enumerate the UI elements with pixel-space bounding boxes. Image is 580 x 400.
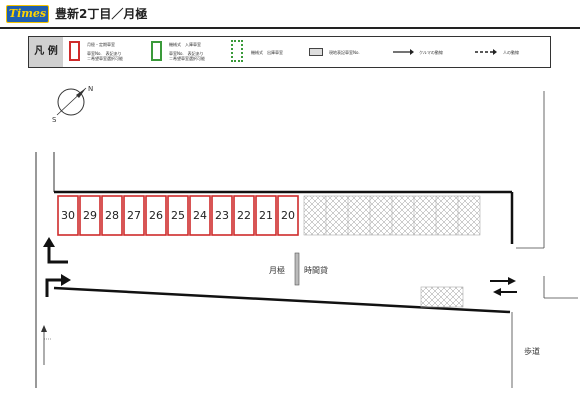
svg-text:N: N [88, 85, 93, 93]
parking-slot-26 [145, 195, 167, 236]
sidewalk-label: 歩道 [524, 346, 540, 356]
legend-item-car-flow: クルマの動線 [391, 37, 471, 67]
slot-number-20: 20 [281, 209, 295, 222]
header-divider [0, 27, 580, 29]
slot-number-21: 21 [259, 209, 273, 222]
red-outline-swatch-icon [69, 41, 80, 61]
times-logo: Times [6, 5, 49, 23]
slot-number-23: 23 [215, 209, 229, 222]
hourly-label: 時間貸 [304, 265, 328, 275]
legend-item-machine-in: 機械式 入庫車室 車室No. 表記あり ＝希望車室選択可能 [151, 37, 231, 67]
parking-slot-21 [255, 195, 277, 236]
parking-slot-27 [123, 195, 145, 236]
legend: 凡 例 月極・定期車室 車室No. 表記あり ＝希望車室選択可能 機械式 入庫車… [28, 36, 551, 68]
hatched-area-bottom [420, 286, 464, 308]
car-exit-arrow-right-icon [490, 277, 516, 285]
car-entry-arrow-up-icon [43, 237, 68, 264]
legend-item-monthly: 月極・定期車室 車室No. 表記あり ＝希望車室選択可能 [67, 37, 151, 67]
parking-slot-23 [211, 195, 233, 236]
slot-number-27: 27 [127, 209, 141, 222]
legend-item-slot-number: 現地表記車室No. [309, 37, 391, 67]
slot-number-30: 30 [61, 209, 75, 222]
slot-number-26: 26 [149, 209, 163, 222]
slot-number-28: 28 [105, 209, 119, 222]
page-header: Times 豊新2丁目／月極 [0, 0, 580, 30]
page-title: 豊新2丁目／月極 [55, 7, 148, 21]
parking-slots: 30 29 28 27 26 25 24 23 22 21 20 [57, 195, 299, 236]
parking-slot-30 [57, 195, 79, 236]
gray-box-swatch-icon [309, 48, 323, 56]
parking-slot-22 [233, 195, 255, 236]
solid-arrow-icon [393, 49, 414, 55]
center-divider [294, 252, 300, 286]
parking-slot-29 [79, 195, 101, 236]
parking-slot-25 [167, 195, 189, 236]
legend-title: 凡 例 [29, 37, 63, 67]
legend-item-machine-out: 機械式 出庫車室 [231, 37, 307, 67]
monthly-label: 月極 [269, 265, 285, 275]
lot-bottom-wall [53, 286, 511, 314]
car-entry-arrow-right-icon [45, 274, 71, 297]
pedestrian-arrow-icon [41, 325, 52, 365]
compass-icon: N S [52, 85, 93, 124]
dashed-arrow-icon [475, 49, 497, 55]
slot-number-25: 25 [171, 209, 185, 222]
green-outline-swatch-icon [151, 41, 162, 61]
parking-slot-24 [189, 195, 211, 236]
slot-number-22: 22 [237, 209, 251, 222]
parking-slot-28 [101, 195, 123, 236]
legend-item-person-flow: 人の動線 [473, 37, 551, 67]
slot-number-29: 29 [83, 209, 97, 222]
slot-number-24: 24 [193, 209, 207, 222]
parking-slot-20 [277, 195, 299, 236]
svg-text:S: S [52, 116, 57, 124]
green-dotted-swatch-icon [231, 40, 243, 62]
car-entry-arrow-left-icon [493, 288, 517, 296]
